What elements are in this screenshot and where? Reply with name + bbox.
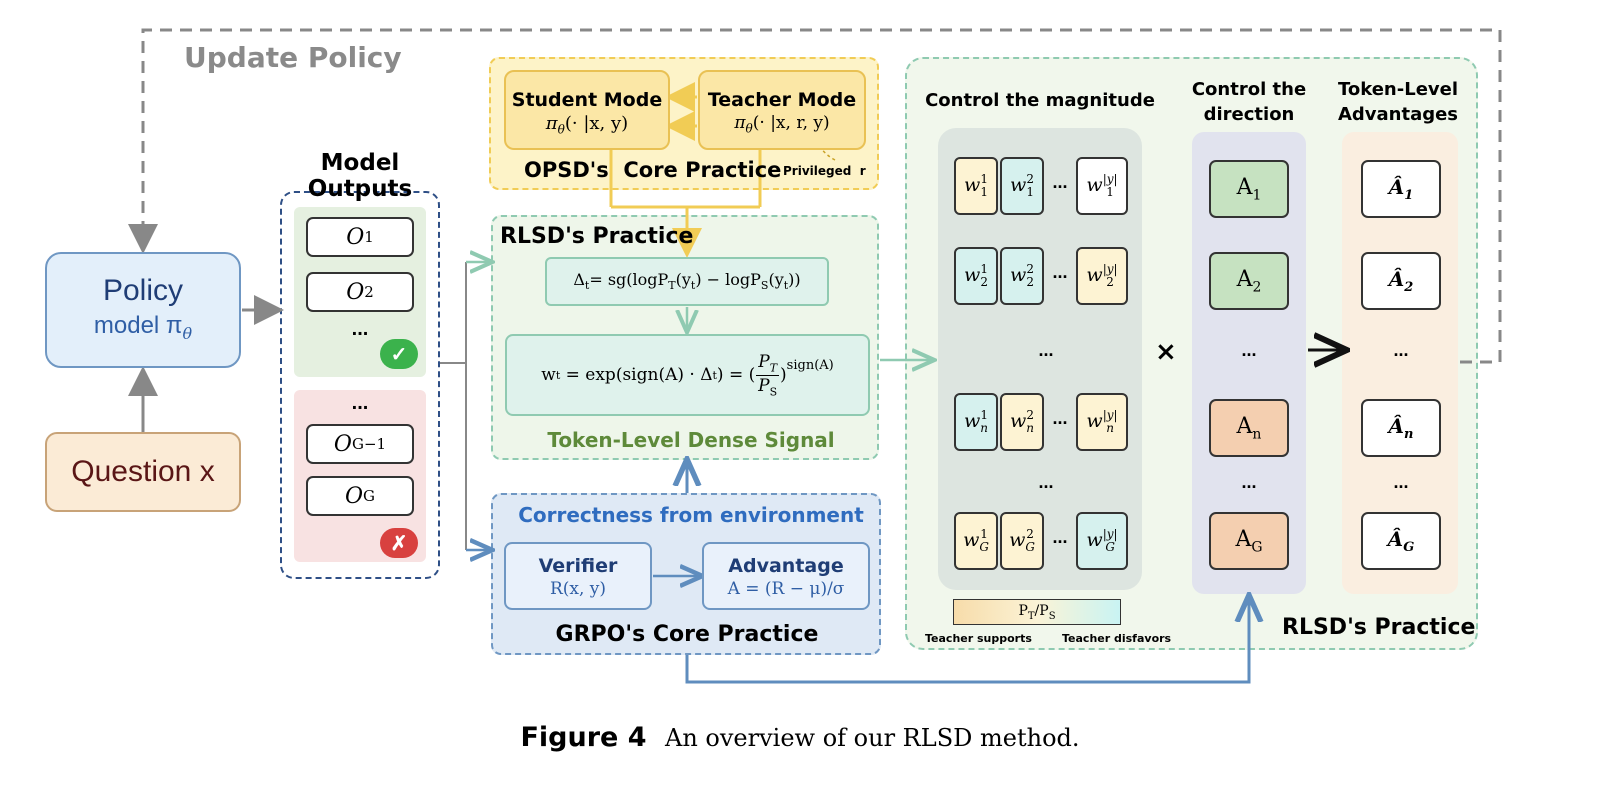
outputs-ellipsis-2: ... — [351, 392, 369, 414]
policy-box: Policy model πθ — [45, 252, 241, 368]
magnitude-title: Control the magnitude — [925, 90, 1155, 111]
teacher-mode-title: Teacher Mode — [707, 89, 857, 111]
advantage-title: Advantage — [728, 555, 844, 577]
model-outputs-region — [280, 191, 440, 579]
grpo-title: GRPO's Core Practice — [555, 622, 819, 647]
update-policy-label: Update Policy — [184, 41, 402, 74]
w-G-y: w|y|G — [1076, 512, 1128, 570]
direction-ellipsis-1: ... — [1241, 340, 1257, 360]
check-icon: ✓ — [380, 339, 418, 369]
figure-caption: Figure 4 An overview of our RLSD method. — [0, 722, 1600, 753]
token-level-signal-label: Token-Level Dense Signal — [547, 428, 835, 452]
teacher-mode-formula: πθ(· |x, r, y) — [734, 113, 830, 136]
question-box: Question x — [45, 432, 241, 512]
multiply-icon: × — [1155, 337, 1177, 367]
policy-subtitle: model πθ — [93, 312, 193, 343]
advantage-A1: A1 — [1209, 160, 1289, 218]
caption-text: An overview of our RLSD method. — [665, 724, 1080, 752]
ratio-legend-bar: PT/PS — [953, 599, 1121, 625]
student-mode-title: Student Mode — [511, 89, 663, 111]
advantage-formula: A = (R − μ)/σ — [727, 579, 845, 599]
w-2-y: w|y|2 — [1076, 247, 1128, 305]
rlsd-right-title: RLSD's Practice — [1282, 615, 1476, 640]
student-mode-formula: πθ(· |x, y) — [545, 113, 629, 137]
w-row2-ellipsis: ... — [1052, 262, 1068, 282]
token-advantage-n: Ân — [1361, 399, 1441, 457]
token-adv-ellipsis-2: ... — [1393, 472, 1409, 492]
w-row1-ellipsis: ... — [1052, 172, 1068, 192]
w-rown-ellipsis: ... — [1052, 408, 1068, 428]
token-advantage-2: Â2 — [1361, 252, 1441, 310]
verifier-formula: R(x, y) — [549, 579, 607, 599]
w-low-ellipsis: ... — [1038, 472, 1054, 492]
advantage-box: Advantage A = (R − μ)/σ — [702, 542, 870, 610]
privileged-r-label: Privileged r — [783, 164, 866, 178]
verifier-box: Verifier R(x, y) — [504, 542, 652, 610]
student-mode-box: Student Mode πθ(· |x, y) — [504, 70, 670, 150]
correctness-label: Correctness from environment — [518, 503, 864, 527]
w-n-y: w|y|n — [1076, 393, 1128, 451]
policy-title: Policy — [102, 274, 184, 307]
token-advantage-G: ÂG — [1361, 512, 1441, 570]
teacher-supports-label: Teacher supports — [925, 632, 1032, 645]
advantage-AG: AG — [1209, 512, 1289, 570]
w-mid-ellipsis: ... — [1038, 340, 1054, 360]
w-rowG-ellipsis: ... — [1052, 527, 1068, 547]
advantage-An: An — [1209, 399, 1289, 457]
outputs-ellipsis-1: ... — [351, 318, 369, 340]
direction-ellipsis-2: ... — [1241, 472, 1257, 492]
caption-label: Figure 4 — [520, 722, 647, 753]
w-1-y: w|y|1 — [1076, 157, 1128, 215]
rlsd-left-title: RLSD's Practice — [500, 224, 694, 249]
teacher-disfavors-label: Teacher disfavors — [1062, 632, 1172, 645]
verifier-title: Verifier — [538, 555, 618, 577]
teacher-mode-box: Teacher Mode πθ(· |x, r, y) — [698, 70, 866, 150]
delta-formula-box: Δt= sg(logPT(yt) − logPS(yt)) — [545, 257, 829, 306]
token-adv-ellipsis-1: ... — [1393, 340, 1409, 360]
opsd-title: OPSD's Core Practice — [524, 158, 782, 182]
model-outputs-title: Model Outputs — [307, 150, 413, 202]
advantage-A2: A2 — [1209, 252, 1289, 310]
token-advantage-1: Â1 — [1361, 160, 1441, 218]
cross-icon: ✗ — [380, 528, 418, 558]
